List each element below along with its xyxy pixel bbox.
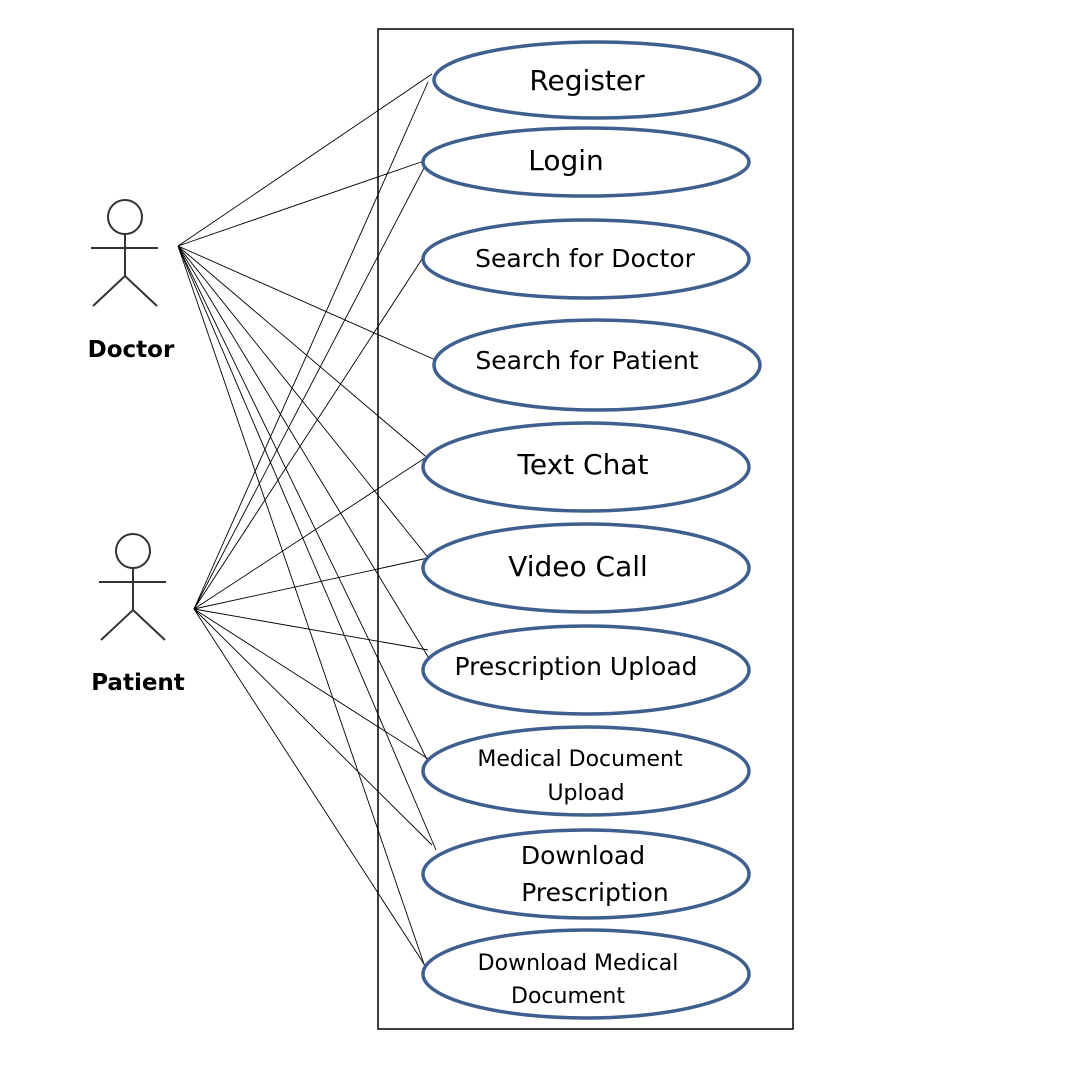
use-case-label: Prescription Upload [454,652,697,681]
use-case-label: Download Medical [478,951,679,976]
use-case-label: Upload [547,781,624,806]
system-boundary [377,28,794,1030]
patient-to-login-line [193,167,425,610]
patient-head [115,533,151,569]
use-case-ellipse [421,624,751,716]
doctor-left-leg [92,275,126,307]
association-lines [177,73,441,971]
use-case-ellipse [421,126,751,198]
use-case-video-call: Video Call [421,522,751,614]
patient-to-medical-document-upload-line [193,608,431,761]
doctor-actor: Doctor [88,199,175,363]
patient-to-prescription-upload-line [193,608,429,651]
use-case-ellipse [421,928,751,1020]
doctor-to-search-patient-line [177,245,441,363]
patient-to-download-prescription-line [193,608,433,846]
use-case-label: Download [521,841,645,870]
doctor-to-download-prescription-line [177,245,437,851]
patient-to-text-chat-line [193,455,429,610]
use-case-label: Video Call [508,550,648,583]
use-case-label: Document [511,984,625,1009]
use-case-label: Text Chat [517,448,649,481]
patient-label: Patient [91,670,185,696]
doctor-to-register-line [177,73,433,247]
doctor-to-video-call-line [177,245,431,561]
use-case-ellipse [421,828,751,920]
use-case-search-doctor: Search for Doctor [421,218,751,300]
doctor-right-leg [124,275,158,307]
doctor-to-download-medical-document-line [177,245,427,971]
doctor-to-text-chat-line [177,245,431,461]
use-case-search-patient: Search for Patient [432,318,762,412]
use-case-ellipse [421,421,751,513]
doctor-label: Doctor [88,337,175,363]
doctor-head [107,199,143,235]
use-case-text-chat: Text Chat [421,421,751,513]
use-case-label: Prescription [521,878,669,907]
use-case-label: Search for Doctor [475,244,696,273]
use-case-ellipse [421,218,751,300]
use-case-ellipse [421,725,751,817]
patient-to-register-line [193,81,429,610]
use-case-label: Register [529,64,645,97]
use-case-ellipse [432,318,762,412]
patient-actor: Patient [91,533,185,696]
use-case-register: Register [432,40,762,120]
use-case-label: Login [528,144,604,177]
doctor-to-login-line [177,160,425,247]
use-case-label: Medical Document [477,747,683,772]
use-case-ellipse [421,522,751,614]
patient-to-search-doctor-line [193,255,425,610]
use-case-ellipse [432,40,762,120]
use-case-prescription-upload: Prescription Upload [421,624,751,716]
patient-right-leg [132,609,166,641]
patient-to-video-call-line [193,557,429,610]
patient-left-leg [100,609,134,641]
use-case-label: Search for Patient [475,346,698,375]
use-case-login: Login [421,126,751,198]
patient-to-download-medical-document-line [193,608,425,965]
doctor-to-medical-document-upload-line [177,245,433,771]
doctor-to-prescription-upload-line [177,245,431,661]
